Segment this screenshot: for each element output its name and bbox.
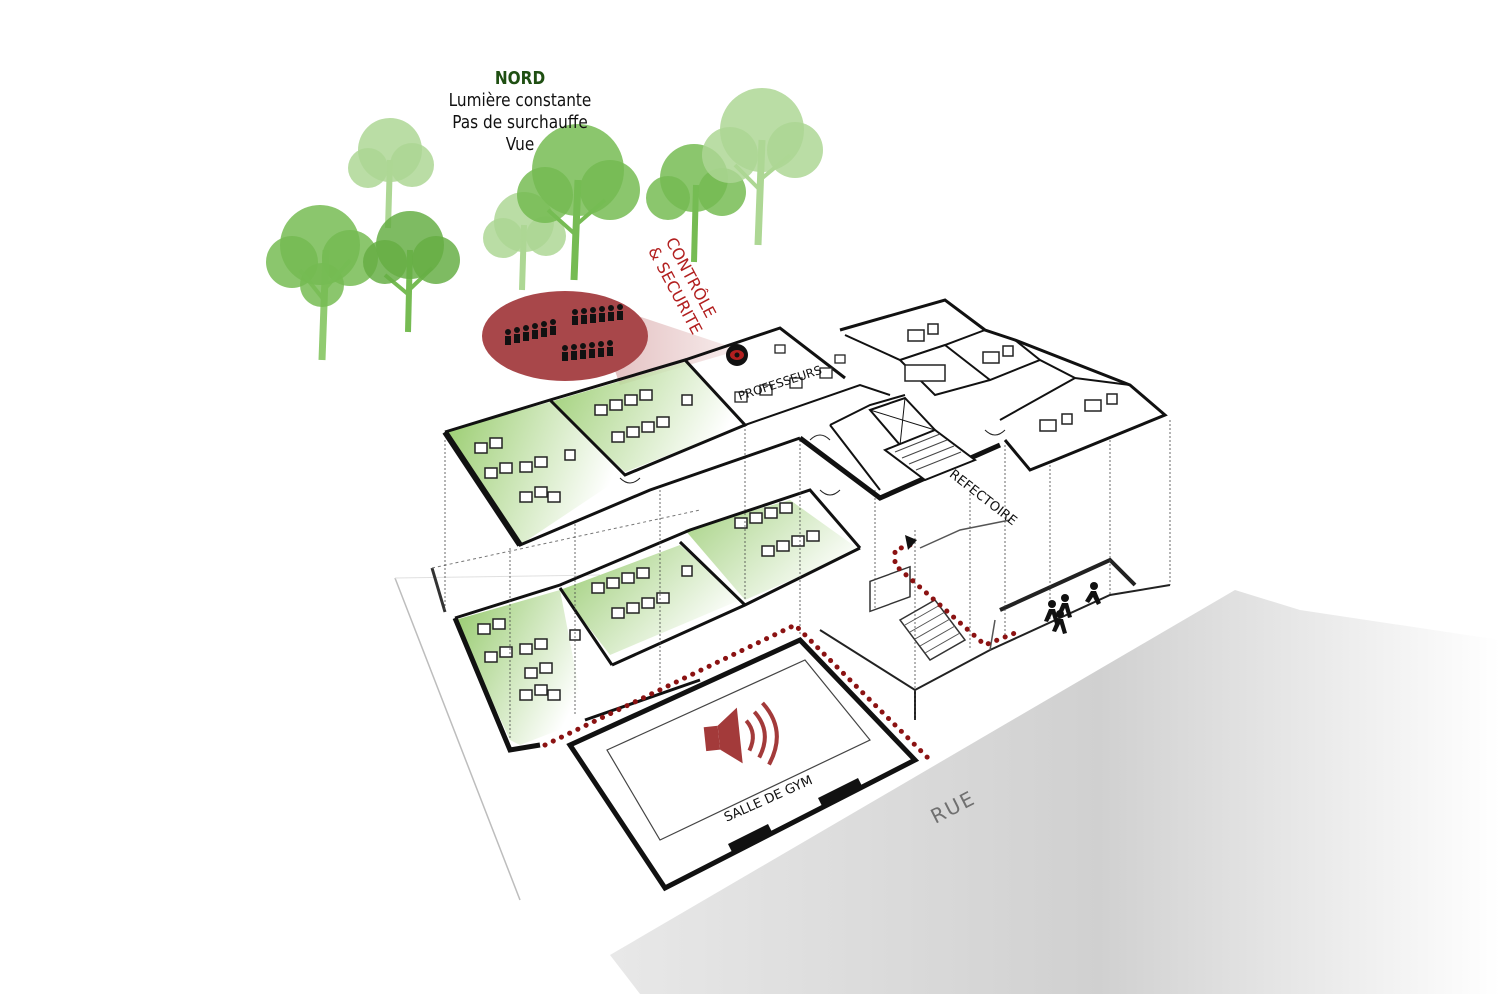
office-furniture — [904, 323, 1118, 432]
people-group-icon — [505, 304, 623, 361]
tree — [702, 88, 823, 246]
trees — [266, 88, 823, 361]
north-line-2: Pas de surchauffe — [452, 112, 588, 133]
professors-label: PROFESSEURS — [736, 363, 823, 403]
north-annotation: NORD Lumière constante Pas de surchauffe… — [418, 68, 622, 156]
gym: SALLE DE GYM — [566, 636, 920, 892]
lower-floor — [430, 488, 1171, 753]
running-children-icon — [1044, 582, 1101, 634]
circulation-path — [542, 535, 1018, 763]
refectory-label: REFECTOIRE — [946, 467, 1019, 529]
speaker-icon — [703, 701, 779, 766]
tree — [348, 118, 434, 229]
eye-icon — [726, 344, 748, 366]
tree — [517, 124, 640, 281]
north-line-3: Vue — [505, 134, 535, 155]
professors-fixtures — [734, 344, 846, 403]
desks — [474, 389, 693, 503]
north-title: NORD — [494, 68, 546, 89]
desks — [477, 502, 820, 701]
street: RUE — [394, 574, 1500, 994]
tree — [363, 211, 460, 333]
north-line-1: Lumière constante — [448, 90, 592, 111]
control-bubble — [482, 291, 740, 385]
tree — [266, 205, 378, 361]
projection-lines — [444, 420, 1171, 740]
tree — [483, 192, 566, 291]
